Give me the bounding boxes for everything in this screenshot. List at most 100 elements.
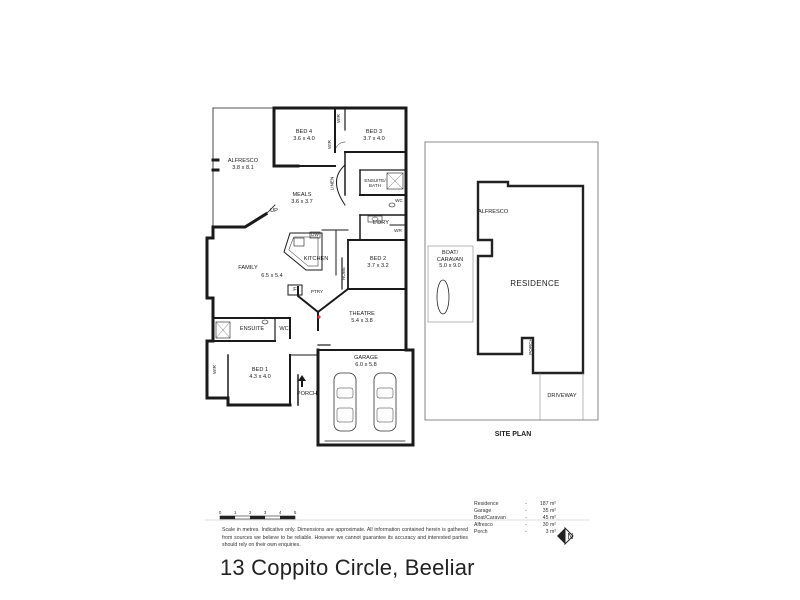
site-alfresco: ALFRESCO [478, 209, 509, 216]
room-linen-name: LINEN [329, 176, 335, 191]
ldry-tub [371, 216, 379, 222]
room-fridge: F [290, 287, 300, 294]
room-wc2: WC [394, 198, 404, 205]
room-bed2: BED 2 3.7 x 3.2 [358, 256, 398, 269]
room-wc: WC [277, 326, 291, 333]
room-alfresco-name: ALFRESCO [227, 158, 259, 164]
area-dash: - [525, 521, 527, 528]
residence-footprint [476, 180, 585, 375]
wall-theatre-diag [297, 286, 350, 314]
room-robe-name: ROBE [341, 266, 347, 281]
area-name: Residence [474, 501, 499, 507]
room-wr-name: WR [394, 228, 402, 233]
marker-dot [317, 315, 321, 319]
site-porch-name: PORCH [527, 338, 533, 355]
room-fridge-name: F [293, 287, 297, 293]
north-letter: N [568, 532, 574, 541]
site-porch: PORCH [528, 338, 533, 355]
car-right [373, 372, 397, 432]
outer-wall-ensuite [212, 317, 291, 339]
ldry-bench [367, 215, 383, 223]
site-boat-caravan: BOAT/ CARAVAN 5.0 x 9.0 [428, 250, 472, 270]
room-bed1-dims: 4.3 x 4.0 [249, 373, 271, 380]
outer-wall-top [272, 106, 408, 240]
area-row: Residence-187 m² [474, 501, 556, 508]
area-name: Alfresco [474, 521, 493, 528]
room-alfresco: ALFRESCO 3.8 x 8.1 [222, 158, 264, 171]
room-kitchen: KITCHEN [300, 256, 332, 263]
room-bed2-dims: 3.7 x 3.2 [367, 262, 389, 269]
outer-wall-family [205, 211, 269, 320]
room-ensuite-name: ENSUITE [239, 326, 265, 332]
room-meals-dims: 3.6 x 3.7 [291, 198, 313, 205]
basin-ensuite [388, 202, 396, 208]
sink [293, 237, 305, 247]
room-garage-dims: 6.0 x 5.8 [355, 361, 377, 368]
room-theatre: THEATRE 5.4 x 3.8 [342, 311, 382, 324]
site-plan-title: SITE PLAN [478, 431, 548, 439]
room-bed1: BED 1 4.3 x 4.0 [240, 367, 280, 380]
site-boat-caravan-name: BOAT/ CARAVAN [436, 250, 464, 263]
label-up: UP [267, 208, 281, 215]
room-meals: MEALS 3.6 x 3.7 [282, 192, 322, 205]
room-meals-name: MEALS [292, 192, 312, 198]
outer-wall-garage [316, 348, 415, 447]
boat-caravan-pad [427, 245, 474, 323]
site-driveway: DRIVEWAY [545, 393, 579, 400]
room-family-dims-wrap: 6.5 x 5.4 [254, 273, 290, 280]
room-bed4-name: BED 4 [295, 129, 313, 135]
room-porch-name: PORCH [296, 391, 318, 397]
dishwasher [309, 231, 321, 239]
room-ldry-name: L'DRY [373, 220, 389, 226]
room-bed1-name: BED 1 [251, 367, 269, 373]
disclaimer-text: Scale in metres. Indicative only. Dimens… [222, 527, 468, 549]
area-value: 35 m² [542, 507, 556, 514]
door-leaf-1 [265, 204, 276, 215]
area-dash: - [525, 528, 527, 535]
area-row: Boat/Caravan-45 m² [474, 515, 556, 522]
site-alfresco-name: ALFRESCO [478, 209, 509, 215]
room-family: FAMILY [230, 265, 266, 272]
north-arrow-icon: N [556, 526, 576, 546]
scale-tick-2: 2 [249, 510, 252, 515]
room-garage: GARAGE 6.0 x 5.8 [346, 355, 386, 368]
area-name: Garage [474, 507, 492, 514]
area-dash: - [525, 501, 527, 507]
room-family-dims: 6.5 x 5.4 [261, 273, 283, 279]
room-bed4-dims: 3.6 x 4.0 [293, 135, 315, 142]
area-dash: - [525, 507, 527, 514]
floor-plan [205, 106, 415, 447]
meals-curve [336, 164, 346, 206]
site-boat-caravan-dims: 5.0 x 9.0 [439, 263, 461, 270]
scale-tick-1: 1 [234, 510, 237, 515]
room-dw-name: DW [311, 232, 319, 237]
site-residence-name: RESIDENCE [510, 279, 560, 288]
room-ldry: L'DRY [370, 220, 392, 227]
room-linen: LINEN [329, 177, 334, 191]
area-value: 45 m² [542, 514, 556, 521]
room-ensuite-bath: ENSUITE/ BATH [362, 178, 388, 188]
shower [215, 321, 231, 339]
area-dash: - [525, 514, 527, 521]
shower-x2 [215, 321, 231, 339]
room-theatre-name: THEATRE [349, 311, 375, 317]
room-wr: WR [391, 228, 405, 235]
room-wc-name: WC [279, 326, 289, 332]
scale-tick-0: 0 [219, 510, 222, 515]
room-wir3-name: WIR [211, 365, 217, 374]
scale-bar-ticks: 0 1 2 3 4 5 [219, 510, 299, 516]
room-wir2: WIR [327, 140, 332, 149]
bath [386, 172, 404, 190]
room-kitchen-name: KITCHEN [303, 256, 329, 262]
scale-tick-4: 4 [279, 510, 282, 515]
room-bed3: BED 3 3.7 x 4.0 [354, 129, 394, 142]
room-wc2-name: WC [395, 198, 403, 203]
room-porch: PORCH [296, 391, 318, 398]
scale-tick-3: 3 [264, 510, 267, 515]
room-robe: ROBE [341, 267, 346, 280]
area-row: Alfresco-30 m² [474, 522, 556, 529]
site-plan-title-text: SITE PLAN [494, 431, 532, 438]
scale-bar [219, 515, 296, 520]
scale-tick-5: 5 [294, 510, 297, 515]
